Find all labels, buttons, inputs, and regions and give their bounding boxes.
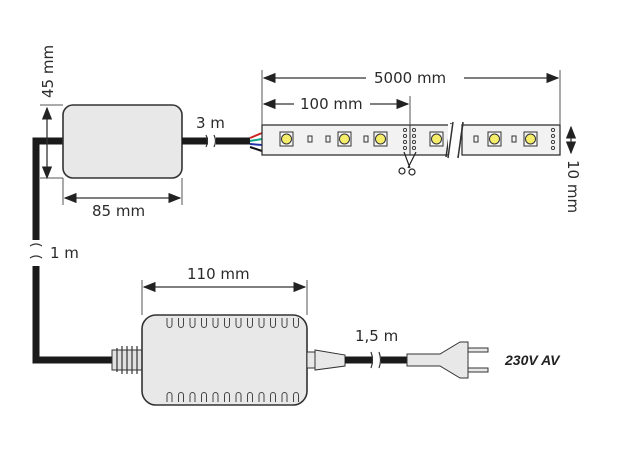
power-adapter — [111, 314, 346, 406]
vent-slot — [189, 392, 196, 402]
controller-height-label: 45 mm — [39, 45, 57, 98]
vent-slot — [166, 392, 173, 402]
vent-slot — [270, 392, 276, 402]
vent-slot — [293, 392, 299, 402]
vent-slot — [258, 392, 265, 402]
vent-slot — [224, 318, 230, 328]
led-chips — [279, 131, 538, 147]
vent-slot — [178, 392, 184, 402]
adapter-width-label: 110 mm — [187, 265, 250, 283]
vent-slot — [270, 318, 276, 328]
vent-slot — [166, 318, 173, 328]
voltage-label: 230V AV — [504, 352, 561, 368]
strip-width-label: 10 mm — [564, 160, 582, 213]
vent-slot — [201, 392, 207, 402]
led-strip — [261, 121, 561, 176]
vent-slot — [235, 318, 242, 328]
vent-slot — [235, 392, 242, 402]
scissors-icon — [398, 151, 417, 176]
vent-slot — [212, 392, 219, 402]
controller-height-dimension: 45 mm — [39, 45, 63, 180]
vent-slot — [281, 318, 288, 328]
strip-width-dimension: 10 mm — [564, 125, 582, 213]
vent-slot — [201, 318, 207, 328]
adapter-width-dimension: 110 mm — [141, 265, 308, 315]
vent-slot — [293, 318, 299, 328]
mains-cable — [345, 351, 407, 369]
strip-segment-dimension: 100 mm — [262, 95, 411, 125]
plug-icon — [406, 341, 489, 379]
strip-length-dimension: 5000 mm — [261, 69, 561, 125]
strip-length-label: 5000 mm — [374, 69, 446, 87]
vent-slot — [258, 318, 265, 328]
link-cable — [29, 137, 112, 364]
controller-width-label: 85 mm — [92, 202, 145, 220]
vent-slot — [189, 318, 196, 328]
controller — [62, 104, 183, 179]
vent-slot — [281, 392, 288, 402]
vent-slot — [247, 392, 253, 402]
vent-slot — [247, 318, 253, 328]
link-cable-label: 1 m — [50, 244, 79, 262]
vent-slot — [178, 318, 184, 328]
controller-cable — [182, 132, 263, 152]
controller-cable-label: 3 m — [196, 114, 225, 132]
mains-cable-label: 1,5 m — [355, 327, 398, 345]
vent-slot — [224, 392, 230, 402]
controller-width-dimension: 85 mm — [62, 178, 183, 220]
strip-segment-label: 100 mm — [300, 95, 363, 113]
vent-slot — [212, 318, 219, 328]
